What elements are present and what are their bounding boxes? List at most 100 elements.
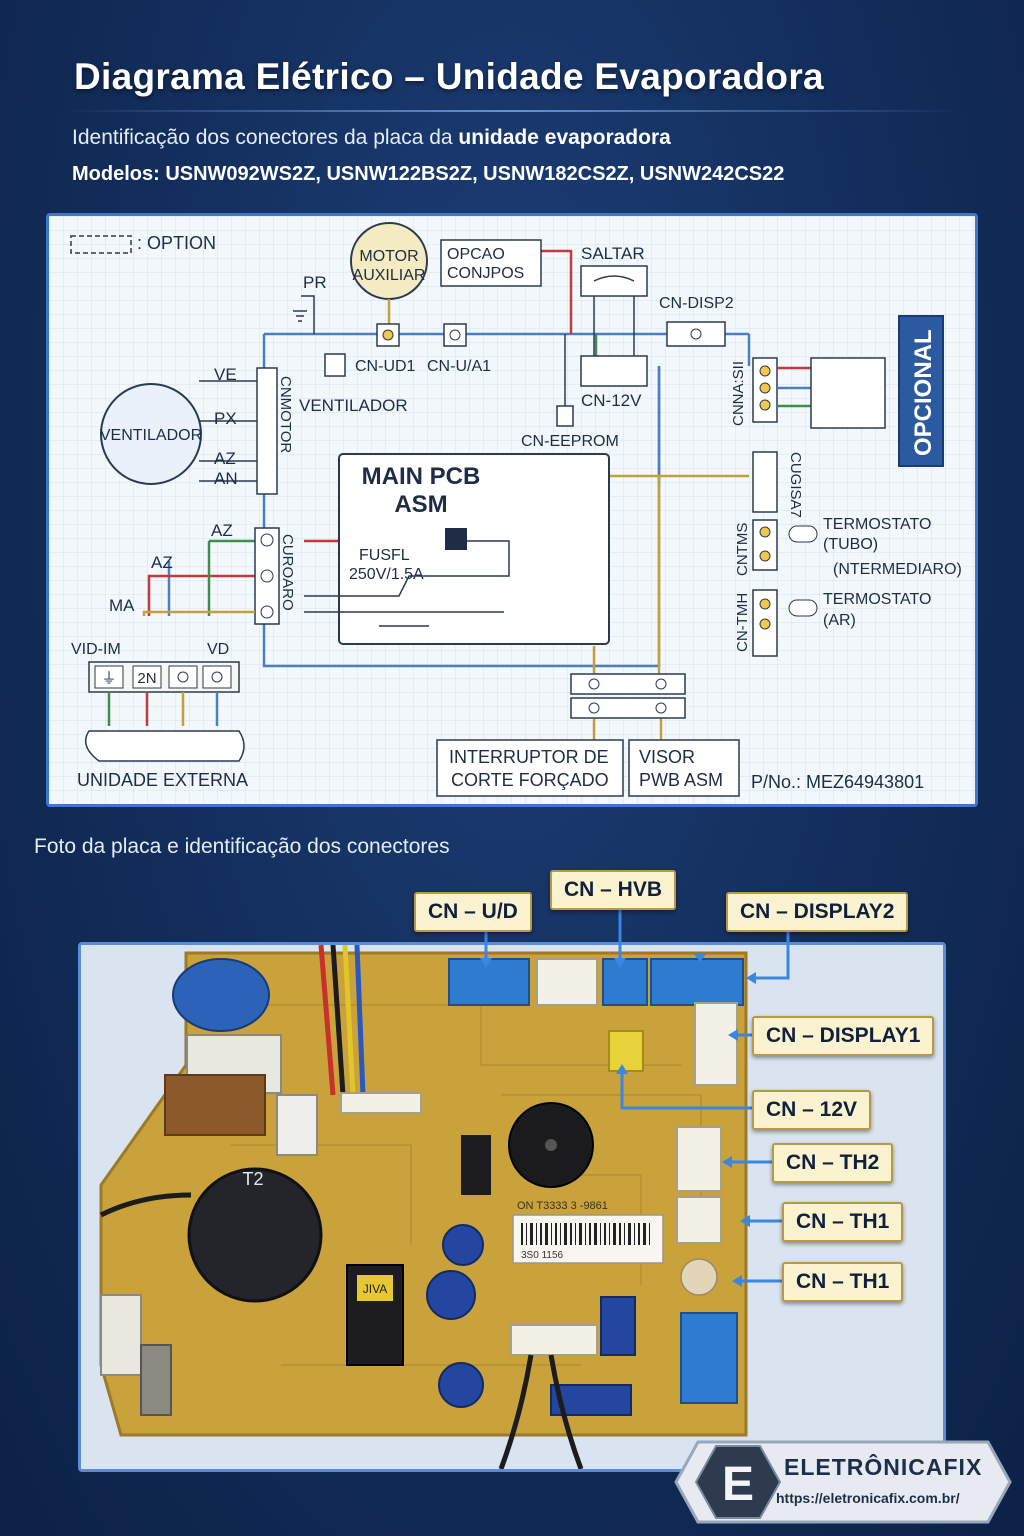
connector-cn-th1 — [676, 1196, 722, 1244]
callout-cn-th1-a: CN – TH1 — [782, 1202, 904, 1242]
pr-label: PR — [303, 273, 327, 292]
cn-power-pin-1 — [260, 533, 274, 547]
lower-connector-2 — [570, 697, 686, 719]
main-pcb-label-2: ASM — [394, 491, 447, 518]
lower-pin-3 — [588, 702, 600, 714]
cn-tms-pin-2 — [759, 550, 771, 562]
board-sticker-text: ON T3333 3 -9861 — [517, 1200, 608, 1212]
interruptor-label-1: INTERRUPTOR DE — [449, 747, 609, 767]
unidade-externa-label: UNIDADE EXTERNA — [77, 770, 248, 790]
wire-az3-label: AZ — [151, 553, 173, 572]
callout-cn-hvb: CN – HVB — [550, 870, 677, 910]
cn-eeprom-label: CN-EEPROM — [521, 433, 619, 450]
callout-cn-th1-b: CN – TH1 — [782, 1262, 904, 1302]
cn-motor-label: CNMOTOR — [277, 376, 294, 453]
fuse-label-2: 250V/1.5A — [349, 566, 424, 583]
callout-cn-th2: CN – TH2 — [772, 1143, 894, 1183]
wire-harness — [99, 945, 584, 1469]
cn-power-pin-3 — [260, 605, 274, 619]
cn-disp2-pin — [690, 328, 702, 340]
terminal-ground — [94, 665, 124, 689]
page-title: Diagrama Elétrico – Unidade Evaporadora — [74, 56, 824, 97]
cn-ud1-pin — [382, 329, 394, 341]
opcional-wires — [777, 366, 811, 408]
term-tubo-label-2: (TUBO) — [823, 536, 878, 553]
wire-vdim-label: VID-IM — [71, 641, 121, 658]
title-divider — [60, 110, 964, 112]
lower-pin-2 — [655, 678, 667, 690]
saltar-box — [580, 265, 648, 297]
terminal-3-screw — [177, 671, 189, 683]
barcode-number: 3S0 1156 — [521, 1250, 564, 1261]
interruptor-box — [436, 739, 624, 797]
callout-cn-ud: CN – U/D — [414, 892, 532, 932]
cn-power-label: CUROARO — [279, 534, 296, 611]
photo-caption: Foto da placa e identificação dos conect… — [34, 835, 450, 858]
term-ar-label-2: (AR) — [823, 612, 856, 629]
cn-ud1-label: CN-UD1 — [355, 358, 416, 375]
motor-auxiliar-label-1: MOTOR — [359, 248, 418, 265]
wire-ve-label: VE — [214, 365, 237, 384]
ventilador-motor-label: VENTILADOR — [100, 427, 202, 444]
fuse-chip — [445, 528, 467, 550]
venilador-connector — [324, 353, 346, 377]
ic-chip — [461, 1135, 491, 1195]
unidade-externa-shape — [84, 730, 245, 762]
cn-disp2-label: CN-DISP2 — [659, 295, 734, 312]
ground-terminal-icon: ⏚ — [101, 670, 116, 687]
terminal-2n-label: 2N — [137, 670, 156, 687]
model-list: Modelos: USNW092WS2Z, USNW122BS2Z, USNW1… — [72, 163, 785, 185]
opcional-connector — [810, 357, 886, 429]
electrolytic-cap-2 — [426, 1270, 476, 1320]
connector-cn-ud — [448, 958, 530, 1006]
filter-coil — [164, 1074, 266, 1136]
arrow-lines — [484, 908, 790, 1283]
yellow-wires — [592, 474, 749, 741]
brand-url[interactable]: https://eletronicafix.com.br/ — [776, 1490, 960, 1506]
cn-vertical-2-connector — [752, 451, 778, 513]
connector-blue-right — [680, 1312, 738, 1404]
part-number: P/No.: MEZ64943801 — [751, 772, 924, 792]
cn-tms-pin-1 — [759, 526, 771, 538]
connector-white-top — [536, 958, 598, 1006]
barcode — [521, 1223, 650, 1245]
cn-ua1-label: CN-U/A1 — [427, 358, 491, 375]
ground-icon — [293, 295, 315, 334]
cn-tmh-pin-2 — [759, 618, 771, 630]
brand-badge[interactable]: E ELETRÔNICAFIX https://eletronicafix.co… — [668, 1438, 1014, 1526]
wire-px-label: PX — [214, 409, 237, 428]
thermistor-ar-icon — [788, 599, 818, 617]
left-white-part — [100, 1294, 142, 1376]
wiring-diagram-panel: : OPTION MOTOR AUXILIAR CN-UD1 CN-U/A1 O… — [46, 213, 978, 807]
term-ar-label-1: TERMOSTATO — [823, 591, 931, 608]
main-pcb-label-1: MAIN PCB — [362, 463, 481, 490]
buzzer-hole — [545, 1139, 557, 1151]
term-tubo-label-3: (NTERMEDIARO) — [833, 561, 962, 578]
cn-tmh-pin-1 — [759, 598, 771, 610]
connector-cn-display1 — [694, 1002, 738, 1086]
cn-tmh-label: CN-TMH — [734, 593, 751, 652]
pcb-illustration: T2 JIVA 3S0 1156 ON T3333 3 -9861 — [81, 945, 943, 1469]
brand-logo-hex — [694, 1445, 782, 1519]
bottom-white-connector — [510, 1324, 598, 1356]
brand-name: ELETRÔNICAFIX — [784, 1454, 983, 1480]
blue-capacitor — [172, 958, 270, 1032]
main-pcb-box — [338, 453, 610, 645]
wire-an-label: AN — [214, 469, 238, 488]
interruptor-label-2: CORTE FORÇADO — [451, 770, 609, 790]
relay-label-patch — [357, 1275, 393, 1301]
visor-label-1: VISOR — [639, 747, 695, 767]
blue-relay-small — [600, 1296, 636, 1356]
white-resistor — [276, 1094, 318, 1156]
harness-connector — [340, 1092, 422, 1114]
callout-cn-display2: CN – DISPLAY2 — [726, 892, 909, 932]
subtitle-text: Identificação dos conectores da placa da — [72, 126, 459, 149]
pcb-traces — [304, 540, 510, 627]
lower-pin-4 — [655, 702, 667, 714]
callout-cn-display1: CN – DISPLAY1 — [752, 1016, 935, 1056]
ventilador-text: VENTILADOR — [299, 396, 408, 415]
electrolytic-cap-3 — [438, 1362, 484, 1408]
cn-vertical-1-pin-3 — [759, 399, 771, 411]
cn-12v-box — [580, 355, 648, 387]
